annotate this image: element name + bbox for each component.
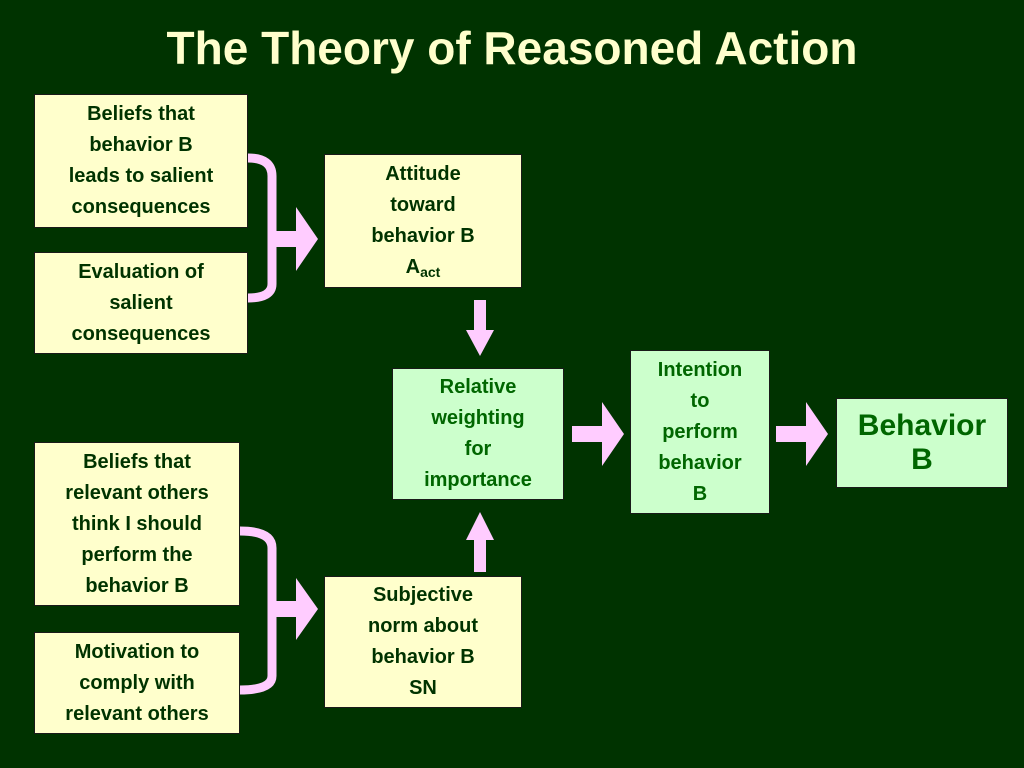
page-title: The Theory of Reasoned Action [166,22,858,74]
box-line: Attitude [385,163,461,185]
box-line: Subjective [372,584,474,606]
attitude-symbol: Aact [371,252,474,283]
box-attitude: Attitude toward behavior B Aact [324,154,522,288]
bracket-top [247,153,277,303]
box-line: consequences [71,196,211,218]
attitude-symbol-sub: act [420,264,441,280]
box-line: norm about [368,615,478,637]
bracket-bottom [239,526,277,695]
box-line: behavior [658,451,742,474]
box-line: importance [424,469,532,491]
box-line: Beliefs that [87,103,195,125]
box-line: weighting [431,407,525,429]
box-line: Relative [439,376,517,398]
box-line: relevant others [65,481,209,504]
arrow-down [466,300,494,356]
box-line: Intention [657,358,743,381]
box-line: Motivation to [74,640,200,663]
box-line: to [690,389,710,412]
box-line: think I should [71,512,202,535]
arrow-right-2 [776,402,828,466]
attitude-symbol-letter: A [405,256,421,278]
box-motivation-comply: Motivation to comply with relevant other… [34,632,240,734]
box-line: relevant others [65,702,209,725]
box-line: comply with [79,671,195,694]
box-behavior: Behavior B [836,398,1008,488]
box-subjective-norm: Subjective norm about behavior B SN [324,576,522,708]
box-line: perform [662,420,738,443]
box-relative-weighting: Relative weighting for importance [392,368,564,500]
box-line: for [464,438,492,460]
box-line: leads to salient [68,165,214,187]
box-evaluation-consequences: Evaluation of salient consequences [34,252,248,354]
box-line: Beliefs that [83,450,191,473]
box-line: consequences [71,322,211,345]
arrow-right-1 [572,402,624,466]
bracket-top-arrow [272,207,318,271]
box-line: behavior B [371,646,475,668]
box-line: Evaluation of [78,260,204,283]
bracket-bottom-arrow [272,578,318,640]
box-line: salient [109,291,173,314]
box-line: B [692,482,708,505]
box-line: behavior B [371,225,475,247]
box-line: behavior B [85,574,189,597]
arrow-up [466,512,494,572]
box-line: perform the [81,543,193,566]
box-line: B [911,443,933,476]
box-line: Behavior [857,409,987,442]
box-beliefs-consequences: Beliefs that behavior B leads to salient… [34,94,248,228]
box-beliefs-others: Beliefs that relevant others think I sho… [34,442,240,606]
box-intention: Intention to perform behavior B [630,350,770,514]
box-line: toward [390,194,456,216]
box-line: behavior B [89,134,193,156]
box-line: SN [409,677,437,699]
